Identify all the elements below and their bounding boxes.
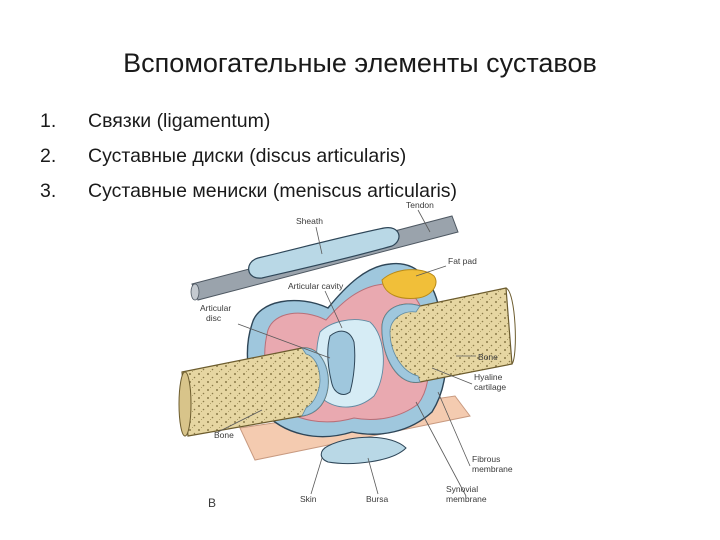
articular-disc — [327, 330, 356, 395]
label-hyaline-cartilage-line2: cartilage — [474, 382, 506, 392]
label-articular-disc-line2: disc — [206, 313, 222, 323]
list-item-number: 3. — [40, 180, 57, 202]
fat-pad — [381, 269, 437, 299]
label-articular-cavity: Articular cavity — [288, 281, 344, 291]
label-articular-disc: Articular — [200, 303, 231, 313]
label-tendon: Tendon — [406, 200, 434, 210]
item-list: 1. Связки (ligamentum) 2. Суставные диск… — [40, 110, 457, 215]
bone-left-cartilage — [301, 347, 329, 417]
list-item-text: Суставные диски (discus articularis) — [88, 145, 407, 167]
diagram-labels: Tendon Sheath Fat pad Articular cavity A… — [200, 200, 513, 510]
tendon-sheath — [248, 227, 400, 279]
list-item: 1. Связки (ligamentum) — [40, 110, 457, 145]
panel-letter: B — [208, 496, 216, 510]
joint-diagram: Tendon Sheath Fat pad Articular cavity A… — [178, 200, 516, 510]
list-item-text: Связки (ligamentum) — [88, 110, 271, 132]
label-synovial-membrane: Synovial — [446, 484, 478, 494]
bursa — [320, 436, 407, 464]
label-sheath: Sheath — [296, 216, 323, 226]
label-fibrous-membrane: Fibrous — [472, 454, 500, 464]
list-item-number: 1. — [40, 110, 57, 132]
list-item-text: Суставные мениски (meniscus articularis) — [88, 180, 458, 202]
label-fat-pad: Fat pad — [448, 256, 477, 266]
list-item: 2. Суставные диски (discus articularis) — [40, 145, 457, 180]
slide-title: Вспомогательные элементы суставов — [123, 48, 597, 78]
label-bone-right: Bone — [478, 352, 498, 362]
label-bone-left: Bone — [214, 430, 234, 440]
label-bursa: Bursa — [366, 494, 388, 504]
list-item-number: 2. — [40, 145, 57, 167]
label-skin: Skin — [300, 494, 317, 504]
label-fibrous-membrane-line2: membrane — [472, 464, 513, 474]
label-hyaline-cartilage: Hyaline — [474, 372, 503, 382]
label-synovial-membrane-line2: membrane — [446, 494, 487, 504]
bone-right — [381, 287, 516, 383]
list-item: 3. Суставные мениски (meniscus articular… — [40, 180, 457, 215]
leader-lines — [217, 209, 476, 497]
